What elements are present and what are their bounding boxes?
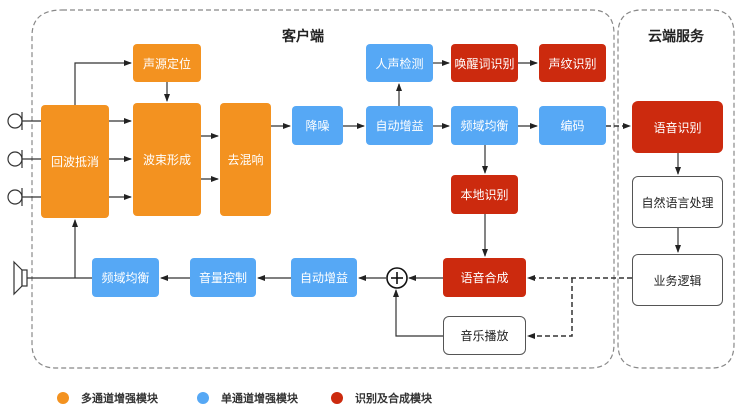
legend-dot-orange <box>57 392 69 404</box>
block-voiceprint-recognition: 声纹识别 <box>539 44 606 82</box>
block-nlp: 自然语言处理 <box>632 176 723 228</box>
microphone-icon <box>7 112 41 130</box>
block-beamforming: 波束形成 <box>133 103 201 216</box>
legend-item-single-channel: 单通道增强模块 <box>197 390 298 406</box>
block-music-playback: 音乐播放 <box>443 316 526 355</box>
cloud-container <box>617 9 735 369</box>
legend-label: 多通道增强模块 <box>81 392 158 405</box>
block-local-recognition: 本地识别 <box>451 175 518 214</box>
legend-dot-red <box>331 392 343 404</box>
block-encoding: 编码 <box>539 106 606 145</box>
block-voice-activity-detection: 人声检测 <box>366 44 433 82</box>
mixer-plus-icon <box>386 267 408 289</box>
block-agc-top: 自动增益 <box>366 106 433 145</box>
block-volume-control: 音量控制 <box>190 258 256 297</box>
legend-dot-blue <box>197 392 209 404</box>
block-dereverberation: 去混响 <box>220 103 271 216</box>
client-title: 客户端 <box>282 29 324 45</box>
microphone-icon <box>7 150 41 168</box>
microphone-icon <box>7 188 41 206</box>
block-agc-bottom: 自动增益 <box>291 258 357 297</box>
block-echo-cancellation: 回波抵消 <box>41 105 109 218</box>
block-noise-reduction: 降噪 <box>292 106 343 145</box>
cloud-title: 云端服务 <box>648 29 704 45</box>
block-sound-source-localization: 声源定位 <box>133 44 201 82</box>
block-wake-word-recognition: 唤醒词识别 <box>451 44 518 82</box>
block-speech-recognition: 语音识别 <box>632 101 723 153</box>
block-speech-synthesis: 语音合成 <box>443 258 526 297</box>
legend-item-multi-channel: 多通道增强模块 <box>57 390 158 406</box>
block-business-logic: 业务逻辑 <box>632 254 723 306</box>
legend-item-recognition: 识别及合成模块 <box>331 390 432 406</box>
legend-label: 单通道增强模块 <box>221 392 298 405</box>
speaker-icon <box>13 260 28 296</box>
block-eq-bottom: 频域均衡 <box>92 258 159 297</box>
legend-label: 识别及合成模块 <box>355 392 432 405</box>
client-container <box>31 9 615 369</box>
block-eq-top: 频域均衡 <box>451 106 518 145</box>
